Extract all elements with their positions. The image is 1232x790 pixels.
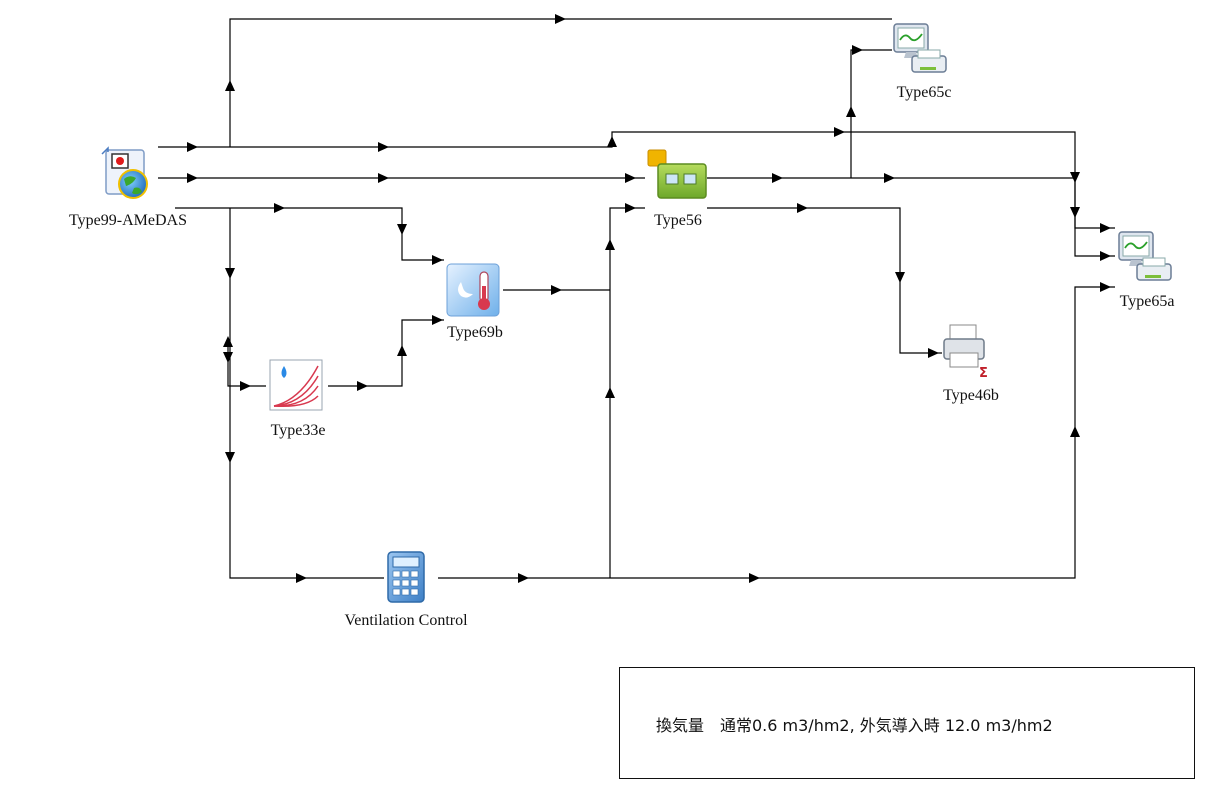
link-into-type65a-2 (1074, 215, 1115, 257)
link-type99-main-a (158, 131, 1076, 215)
link-type99-type69b (175, 207, 444, 261)
arrow-right (749, 573, 760, 583)
link-trunk-to-type33e (227, 340, 266, 387)
annotation-box: 換気量 通常0.6 m3/hm2, 外気導入時 12.0 m3/hm2 (619, 667, 1195, 779)
weather-data-globe-icon[interactable] (101, 146, 148, 199)
node-label-type99: Type99-AMeDAS (69, 212, 187, 229)
link-trunk-left (229, 208, 384, 579)
arrow-down (225, 268, 235, 279)
multizone-building-icon[interactable] (647, 149, 707, 199)
arrow-right (834, 127, 845, 137)
arrow-right (1100, 251, 1111, 261)
arrow-right (378, 142, 389, 152)
arrow-right (357, 381, 368, 391)
arrow-right (551, 285, 562, 295)
arrow-up (225, 80, 235, 91)
arrow-down (223, 352, 233, 363)
arrow-down (895, 272, 905, 283)
arrow-down (1070, 172, 1080, 183)
arrow-down (1070, 207, 1080, 218)
link-to-type65c (850, 49, 892, 178)
arrow-right (797, 203, 808, 213)
node-label-type33e: Type33e (270, 422, 326, 439)
link-type99-type65c-top (229, 18, 892, 147)
node-label-ventilation-control: Ventilation Control (344, 612, 468, 629)
arrow-right (240, 381, 251, 391)
link-vertical-to-type56 (609, 207, 645, 578)
arrow-down (397, 224, 407, 235)
arrow-up (223, 336, 233, 347)
calculator-icon[interactable] (387, 551, 425, 603)
connections (158, 18, 1115, 579)
node-label-type69b: Type69b (447, 324, 503, 341)
arrow-right (187, 173, 198, 183)
arrow-down (225, 452, 235, 463)
arrow-up (846, 106, 856, 117)
integrator-printer-sigma-icon[interactable]: Σ (943, 324, 988, 381)
link-type56-type46b (707, 207, 942, 354)
node-label-type46b: Type46b (943, 387, 999, 404)
arrow-right (852, 45, 863, 55)
arrow-right (928, 348, 939, 358)
ventilation-rate-note: 換気量 通常0.6 m3/hm2, 外気導入時 12.0 m3/hm2 (656, 716, 1053, 735)
node-label-type56: Type56 (654, 212, 702, 229)
arrow-right (432, 255, 443, 265)
arrow-right (625, 173, 636, 183)
arrow-right (378, 173, 389, 183)
arrow-up (605, 387, 615, 398)
sky-temperature-thermometer-icon[interactable] (446, 263, 500, 317)
node-label-type65c: Type65c (896, 84, 952, 101)
online-plotter-printer-icon[interactable] (1118, 231, 1172, 281)
online-plotter-printer-icon[interactable] (893, 23, 947, 73)
arrowheads (187, 14, 1111, 583)
arrow-right (518, 573, 529, 583)
arrow-right (187, 142, 198, 152)
link-ventilation-out (438, 286, 1115, 579)
arrow-right (432, 315, 443, 325)
arrow-right (296, 573, 307, 583)
arrow-up (605, 239, 615, 250)
arrow-right (1100, 223, 1111, 233)
arrow-right (1100, 282, 1111, 292)
arrow-right (555, 14, 566, 24)
node-label-type65a: Type65a (1119, 293, 1175, 310)
svg-text:Σ: Σ (979, 366, 988, 381)
link-type33e-type69b (328, 319, 444, 387)
arrow-up (397, 345, 407, 356)
arrow-right (884, 173, 895, 183)
arrow-up (1070, 426, 1080, 437)
arrow-up (607, 136, 617, 147)
link-into-type65a-1 (1074, 178, 1115, 229)
psychrometrics-chart-icon[interactable] (269, 359, 323, 411)
arrow-right (625, 203, 636, 213)
arrow-right (772, 173, 783, 183)
arrow-right (274, 203, 285, 213)
